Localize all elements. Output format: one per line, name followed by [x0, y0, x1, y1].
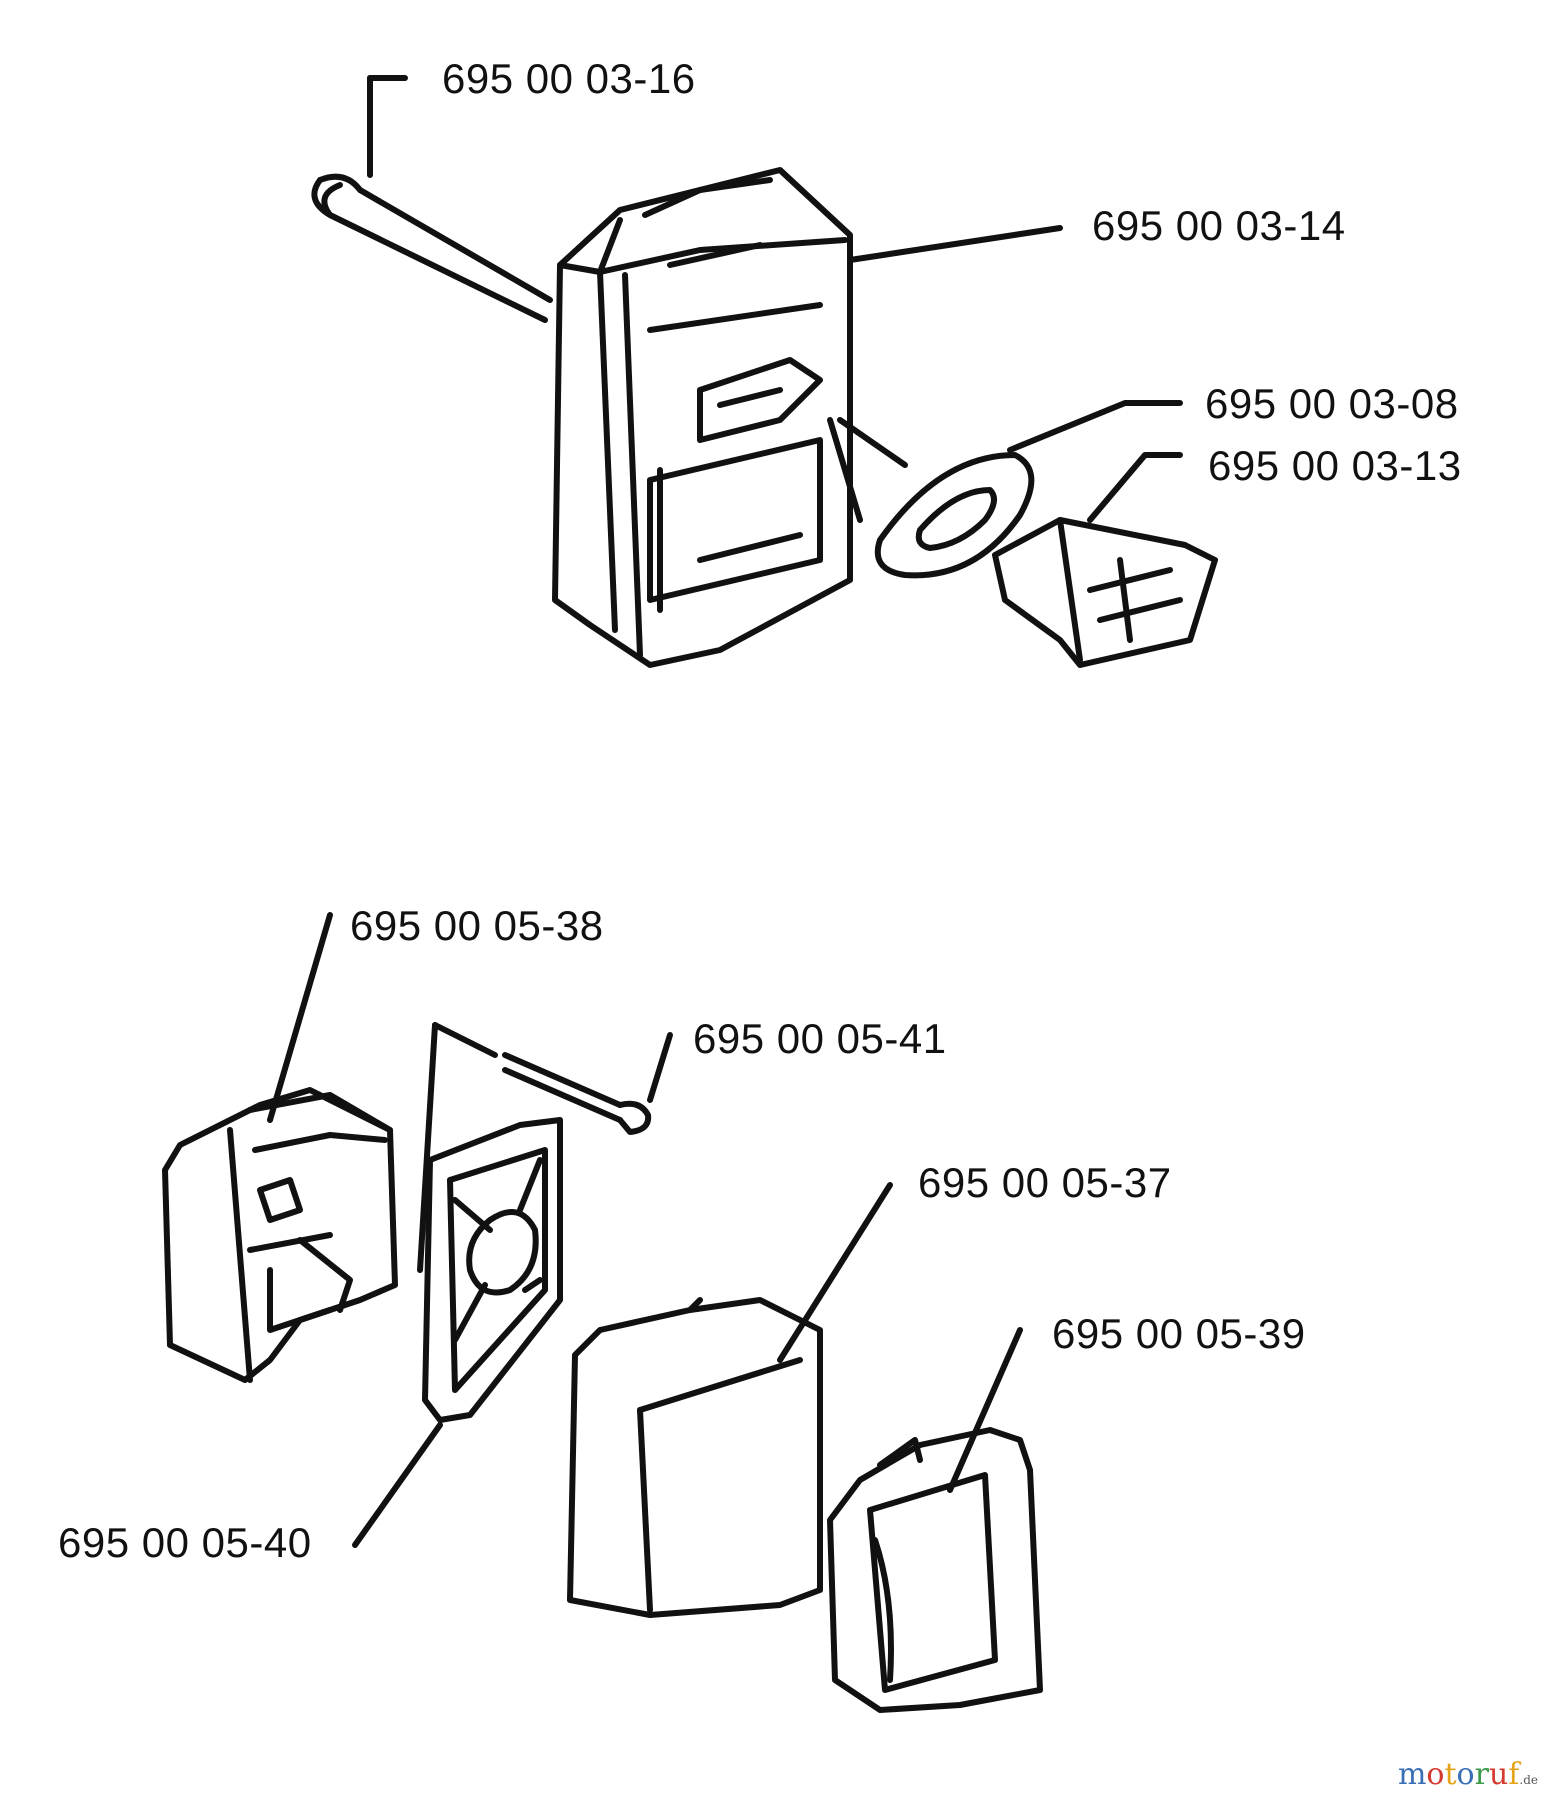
spark-arrestor — [992, 517, 1218, 668]
leader-lines-bottom — [267, 912, 1023, 1548]
watermark-letter: o — [1456, 1757, 1475, 1792]
filter-element — [567, 1297, 823, 1618]
filter-grid — [422, 1117, 563, 1423]
muffler-gasket — [874, 452, 1035, 579]
label-695-00-03-08: 695 00 03-08 — [1205, 380, 1459, 427]
label-695-00-05-40: 695 00 05-40 — [58, 1519, 312, 1566]
label-695-00-05-38: 695 00 05-38 — [350, 902, 604, 949]
watermark-tld: .de — [1519, 1773, 1538, 1787]
watermark-letter: f — [1508, 1757, 1520, 1792]
label-695-00-03-13: 695 00 03-13 — [1208, 442, 1462, 489]
watermark-letter: m — [1397, 1757, 1427, 1792]
watermark-letter: t — [1444, 1757, 1457, 1792]
muffler-body — [552, 167, 863, 668]
filter-screw — [502, 1052, 652, 1135]
watermark-letter: r — [1474, 1757, 1489, 1792]
muffler-bolt — [311, 173, 553, 323]
watermark-letter: u — [1488, 1757, 1509, 1792]
watermark-letter: o — [1426, 1757, 1445, 1792]
label-695-00-03-16: 695 00 03-16 — [442, 55, 696, 102]
motoruf-watermark-logo: motoruf.de — [1398, 1760, 1538, 1790]
label-695-00-03-14: 695 00 03-14 — [1092, 202, 1346, 249]
label-695-00-05-41: 695 00 05-41 — [693, 1015, 947, 1062]
filter-housing — [162, 1087, 398, 1383]
label-695-00-05-39: 695 00 05-39 — [1052, 1310, 1306, 1357]
pre-filter — [827, 1427, 1043, 1713]
label-695-00-05-37: 695 00 05-37 — [918, 1159, 1172, 1206]
leader-lines-top — [367, 75, 1183, 523]
